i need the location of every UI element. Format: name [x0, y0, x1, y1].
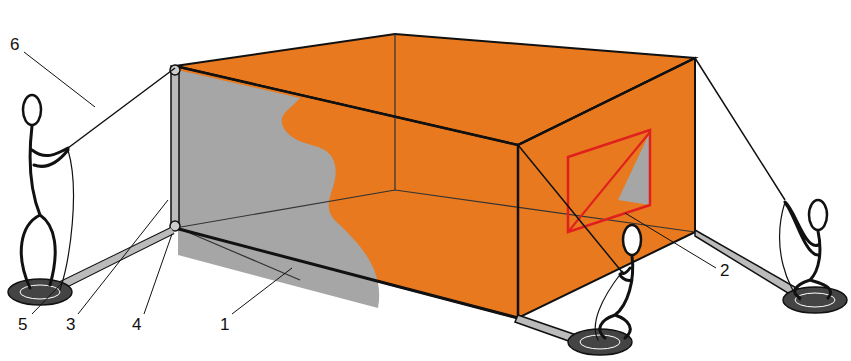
callout-number: 6	[10, 36, 19, 53]
callout-number: 3	[66, 316, 75, 333]
callout-number: 2	[720, 262, 729, 279]
callout-number: 4	[132, 316, 141, 333]
callout-number: 5	[18, 316, 27, 333]
callout-number: 1	[220, 316, 229, 333]
